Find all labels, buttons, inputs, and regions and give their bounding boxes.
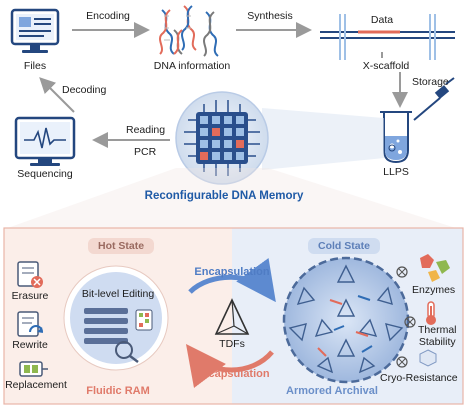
cold-state-title: Cold State [308,238,380,254]
decoding-label: Decoding [62,84,107,96]
sequencing-monitor-icon [14,116,76,166]
bit-editing-label: Bit-level Editing [81,288,155,300]
decoding-arrow [39,77,75,113]
thermal-stability-label: Thermal Stability [418,324,457,348]
storage-label: Storage [412,76,449,88]
dna-helices-icon [159,5,219,57]
x-scaffold-icon [320,14,455,60]
hot-state-title: Hot State [88,238,155,254]
dna-information-label: DNA information [153,60,231,72]
llps-tube-icon [380,111,412,164]
cryo-icon [396,349,437,368]
encapsulation-label: Encapsulation [194,266,270,278]
armored-archival-sphere [282,256,410,384]
dna-memory-chip [175,91,269,185]
synthesis-label: Synthesis [247,10,293,22]
x-scaffold-label: X-scaffold [362,60,410,72]
encoding-label: Encoding [86,10,130,22]
pipette-icon [413,77,455,121]
decapsulation-label: Decapsulation [194,368,270,380]
zoom-projection [2,168,462,230]
pcr-label: PCR [134,146,157,158]
replacement-label: Replacement [5,379,67,391]
fluidic-ram-label: Fluidic RAM [86,385,150,397]
enzymes-icon [396,254,450,282]
bit-editing-droplet [63,265,169,371]
decapsulation-arrow [185,344,274,388]
tdf-tetrahedron-icon [214,298,250,335]
zoom-cone [262,108,384,170]
encapsulation-arrow [188,257,276,303]
sequencing-label: Sequencing [17,168,73,180]
armored-archival-label: Armored Archival [286,385,378,397]
memory-title: Reconfigurable DNA Memory [144,190,304,202]
enzymes-label: Enzymes [412,284,456,296]
data-label: Data [370,14,394,26]
tdfs-label: TDFs [219,338,245,350]
llps-label: LLPS [383,166,409,178]
erasure-icon [17,261,43,288]
reading-label: Reading [126,124,166,136]
rewrite-icon [17,311,43,337]
erasure-label: Erasure [11,290,49,302]
replacement-icon [19,361,48,377]
thermal-stability-icon [404,301,436,328]
cryo-resistance-label: Cryo-Resistance [380,372,458,384]
files-label: Files [23,60,47,72]
rewrite-label: Rewrite [12,339,48,351]
files-monitor-icon [10,8,60,53]
